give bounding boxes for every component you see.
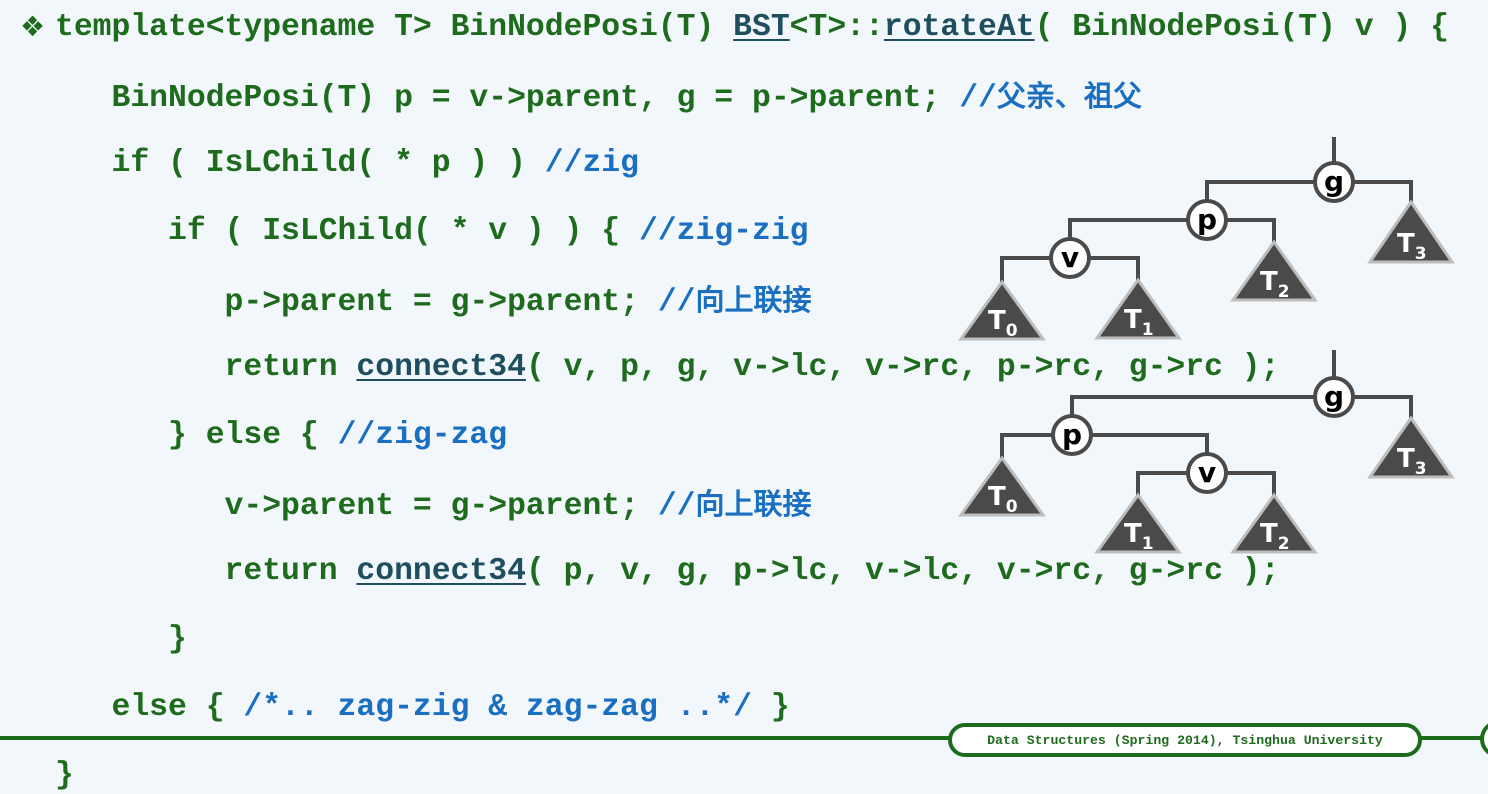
subtree-label: T0: [988, 306, 1018, 341]
subtree-triangle: [958, 455, 1046, 517]
code-line: }: [55, 758, 74, 794]
subtree-label: T2: [1260, 267, 1290, 302]
subtree-triangle: [1367, 415, 1455, 479]
subtree-subscript: 2: [1278, 534, 1290, 554]
code-comment: 父亲、祖父: [996, 79, 1142, 113]
code-link[interactable]: connect34: [356, 554, 526, 589]
tree-node: [1186, 452, 1228, 494]
tree-edge: [1000, 350, 1413, 495]
code-token: } else {: [55, 418, 338, 453]
subtree-base: T: [1124, 305, 1142, 335]
code-line: }: [55, 622, 187, 658]
subtree-triangle: [1230, 492, 1318, 554]
code-token: return: [55, 554, 357, 589]
code-token: p->parent = g->parent;: [55, 285, 658, 320]
subtree-label: T3: [1397, 229, 1427, 264]
code-token: v->parent = g->parent;: [55, 489, 658, 524]
code-comment: //zig-zig: [638, 214, 809, 249]
tree-node: [1313, 376, 1355, 418]
code-token: else {: [55, 690, 244, 725]
code-comment: 向上联接: [695, 283, 812, 317]
subtree-subscript: 3: [1415, 459, 1427, 479]
tree-edge: [1000, 137, 1413, 282]
subtree-triangle: [1094, 492, 1182, 554]
code-line: else { /*.. zag-zig & zag-zag ..*/ }: [55, 690, 790, 726]
code-token: }: [55, 622, 187, 657]
code-link[interactable]: BST: [733, 10, 790, 45]
subtree-label: T0: [988, 482, 1018, 517]
code-token: ( p, v, g, p->lc, v->lc, v->rc, g->rc );: [525, 554, 1280, 589]
subtree-base: T: [1124, 519, 1142, 549]
subtree-label: T1: [1124, 519, 1154, 554]
code-line: return connect34( p, v, g, p->lc, v->lc,…: [55, 554, 1280, 590]
code-comment: /*.. zag-zig & zag-zag ..*/: [243, 690, 752, 725]
subtree-label: T2: [1260, 519, 1290, 554]
node-label: p: [1062, 418, 1082, 451]
code-token: }: [752, 690, 790, 725]
subtree-triangle: [1367, 199, 1455, 264]
code-line: p->parent = g->parent; //向上联接: [55, 282, 812, 321]
subtree-base: T: [988, 306, 1006, 336]
code-token: return: [55, 350, 357, 385]
tree-node: [1313, 161, 1355, 203]
code-token: <T>::: [789, 10, 884, 45]
code-comment: //: [959, 81, 997, 116]
code-token: ( v, p, g, v->lc, v->rc, p->rc, g->rc );: [525, 350, 1280, 385]
code-comment: //zig: [544, 146, 639, 181]
code-link[interactable]: connect34: [356, 350, 526, 385]
subtree-triangle: [1230, 239, 1318, 302]
subtree-base: T: [988, 482, 1006, 512]
code-token: if ( IsLChild( * p ) ): [55, 146, 545, 181]
code-token: if ( IsLChild( * v ) ) {: [55, 214, 639, 249]
footer-text: Data Structures (Spring 2014), Tsinghua …: [987, 732, 1383, 748]
code-token: BinNodePosi(T) p = v->parent, g = p->par…: [55, 81, 960, 116]
code-comment: //zig-zag: [337, 418, 508, 453]
subtree-subscript: 1: [1142, 320, 1154, 340]
code-line: BinNodePosi(T) p = v->parent, g = p->par…: [55, 78, 1142, 117]
subtree-base: T: [1260, 267, 1278, 297]
footer-divider-right: [1418, 736, 1484, 740]
footer-divider-left: [0, 736, 950, 740]
subtree-base: T: [1260, 519, 1278, 549]
subtree-subscript: 0: [1006, 497, 1018, 517]
footer-label: Data Structures (Spring 2014), Tsinghua …: [948, 723, 1422, 757]
node-label: g: [1324, 380, 1344, 413]
code-line: if ( IsLChild( * p ) ) //zig: [55, 146, 639, 182]
node-label: p: [1197, 203, 1217, 236]
code-comment: 向上联接: [695, 487, 812, 521]
subtree-subscript: 2: [1278, 282, 1290, 302]
code-line: } else { //zig-zag: [55, 418, 507, 454]
subtree-subscript: 3: [1415, 244, 1427, 264]
code-comment: //: [657, 489, 696, 524]
code-comment: //: [657, 285, 696, 320]
code-line: template<typename T> BinNodePosi(T) BST<…: [55, 10, 1449, 46]
node-label: v: [1198, 456, 1216, 489]
node-label: g: [1324, 165, 1344, 198]
tree-node: [1051, 414, 1093, 456]
tree-node: [1049, 237, 1091, 279]
subtree-triangle: [1094, 277, 1182, 340]
code-line: if ( IsLChild( * v ) ) { //zig-zig: [55, 214, 809, 250]
subtree-base: T: [1397, 444, 1415, 474]
code-line: v->parent = g->parent; //向上联接: [55, 486, 812, 525]
subtree-subscript: 1: [1142, 534, 1154, 554]
tree-node: [1186, 199, 1228, 241]
subtree-label: T3: [1397, 444, 1427, 479]
code-token: ( BinNodePosi(T) v ) {: [1034, 10, 1449, 45]
subtree-base: T: [1397, 229, 1415, 259]
subtree-label: T1: [1124, 305, 1154, 340]
diamond-bullet-icon: ❖: [20, 10, 46, 43]
code-link[interactable]: rotateAt: [883, 10, 1035, 45]
code-token: template<typename T> BinNodePosi(T): [55, 10, 734, 45]
code-token: }: [55, 758, 74, 793]
code-line: return connect34( v, p, g, v->lc, v->rc,…: [55, 350, 1280, 386]
subtree-subscript: 0: [1006, 321, 1018, 341]
node-label: v: [1061, 241, 1079, 274]
subtree-triangle: [958, 279, 1046, 341]
